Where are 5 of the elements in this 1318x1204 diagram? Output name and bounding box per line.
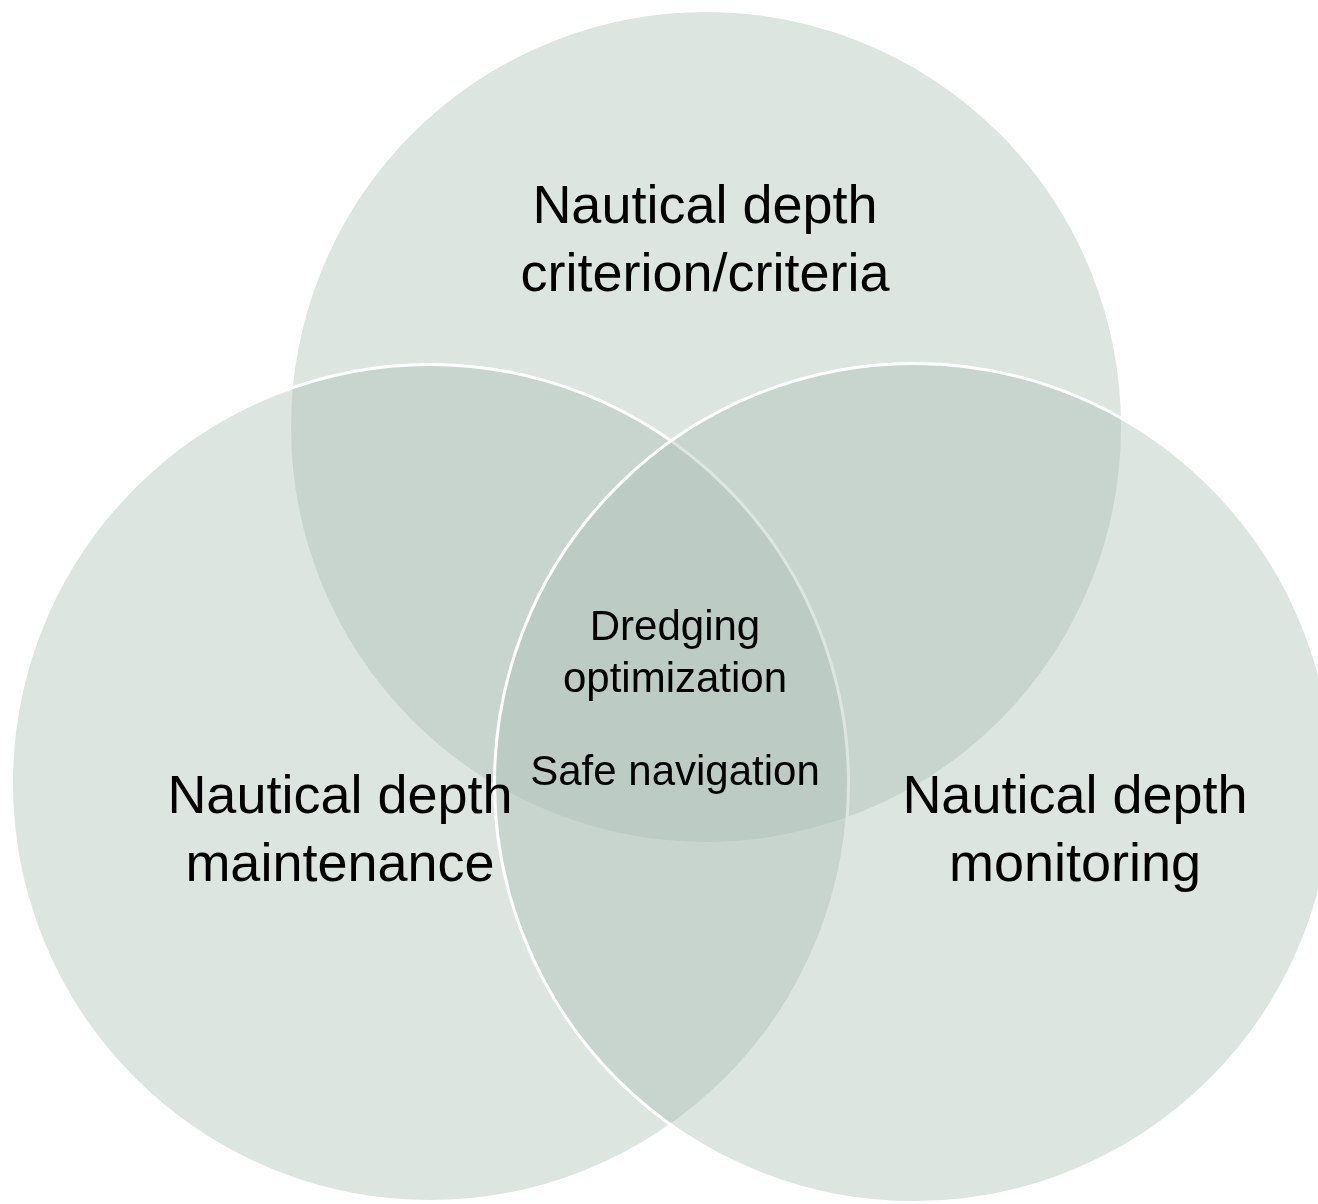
intersection-label: Dredging optimization [561, 601, 789, 703]
circle-label: Nautical depth monitoring [901, 763, 1249, 894]
circle-label: Nautical depth criterion/criteria [519, 173, 891, 304]
intersection-label: Safe navigation [529, 746, 821, 796]
circle-label: Nautical depth maintenance [166, 763, 514, 894]
